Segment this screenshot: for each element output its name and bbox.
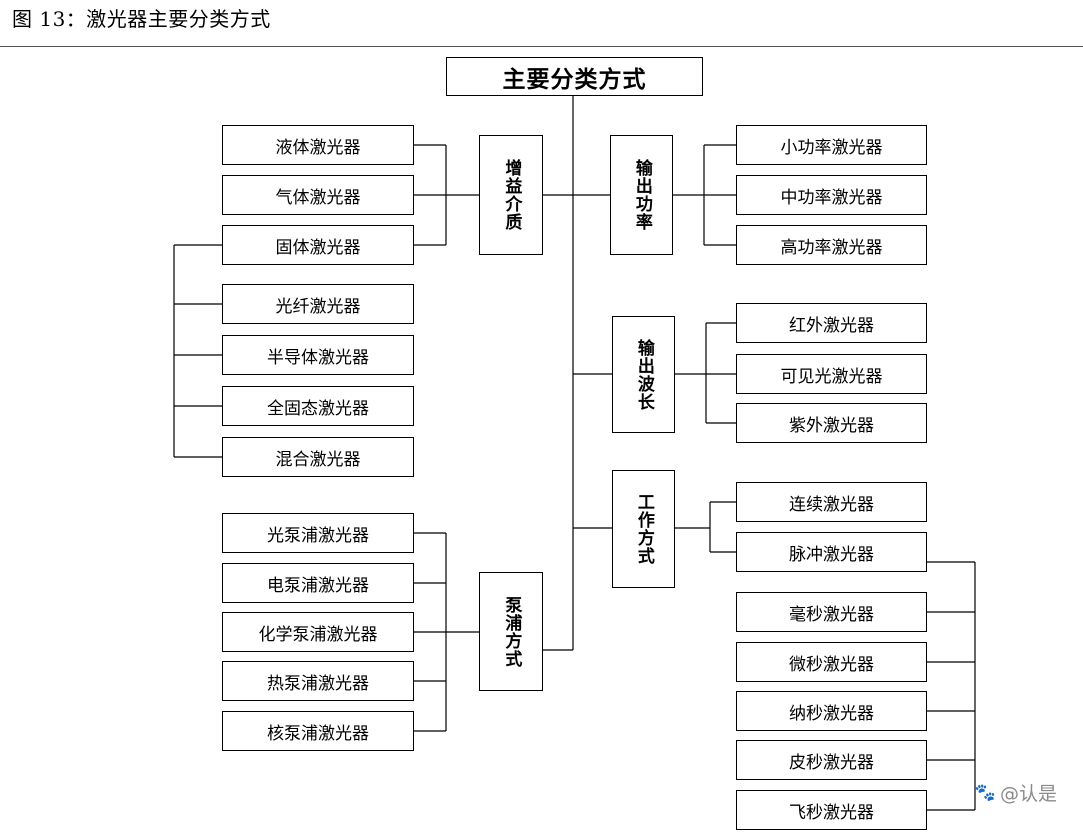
- leaf-gain-medium: 液体激光器: [222, 125, 414, 165]
- leaf-pumping: 核泵浦激光器: [222, 711, 414, 751]
- leaf-pumping: 光泵浦激光器: [222, 513, 414, 553]
- root-node: 主要分类方式: [446, 57, 703, 96]
- leaf-pulse-type: 微秒激光器: [736, 642, 927, 682]
- leaf-pumping: 热泵浦激光器: [222, 661, 414, 701]
- leaf-wavelength: 红外激光器: [736, 303, 927, 343]
- leaf-pulse-type: 毫秒激光器: [736, 592, 927, 632]
- leaf-pumping: 电泵浦激光器: [222, 563, 414, 603]
- leaf-power: 中功率激光器: [736, 175, 927, 215]
- watermark-text: @认是: [999, 783, 1057, 805]
- category-operation-mode: 工作方式: [612, 470, 675, 588]
- leaf-wavelength: 紫外激光器: [736, 403, 927, 443]
- leaf-gain-medium: 气体激光器: [222, 175, 414, 215]
- leaf-pulse-type: 纳秒激光器: [736, 691, 927, 731]
- category-pumping: 泵浦方式: [479, 572, 543, 691]
- category-output-wavelength: 输出波长: [612, 316, 675, 433]
- leaf-gain-medium: 固体激光器: [222, 225, 414, 265]
- leaf-solid-type: 混合激光器: [222, 437, 414, 477]
- leaf-pulse-type: 飞秒激光器: [736, 790, 927, 830]
- leaf-pulse-type: 皮秒激光器: [736, 740, 927, 780]
- leaf-wavelength: 可见光激光器: [736, 354, 927, 394]
- caption-divider: [0, 46, 1083, 47]
- leaf-solid-type: 光纤激光器: [222, 284, 414, 324]
- paw-icon: 🐾: [974, 782, 996, 803]
- leaf-power: 高功率激光器: [736, 225, 927, 265]
- leaf-power: 小功率激光器: [736, 125, 927, 165]
- leaf-solid-type: 全固态激光器: [222, 386, 414, 426]
- category-gain-medium: 增益介质: [479, 135, 543, 255]
- watermark: 🐾 @认是: [975, 779, 1057, 806]
- leaf-solid-type: 半导体激光器: [222, 335, 414, 375]
- category-output-power: 输出功率: [610, 135, 673, 255]
- leaf-operation-mode: 脉冲激光器: [736, 532, 927, 572]
- leaf-operation-mode: 连续激光器: [736, 482, 927, 522]
- leaf-pumping: 化学泵浦激光器: [222, 612, 414, 652]
- figure-caption: 图 13：激光器主要分类方式: [12, 7, 271, 31]
